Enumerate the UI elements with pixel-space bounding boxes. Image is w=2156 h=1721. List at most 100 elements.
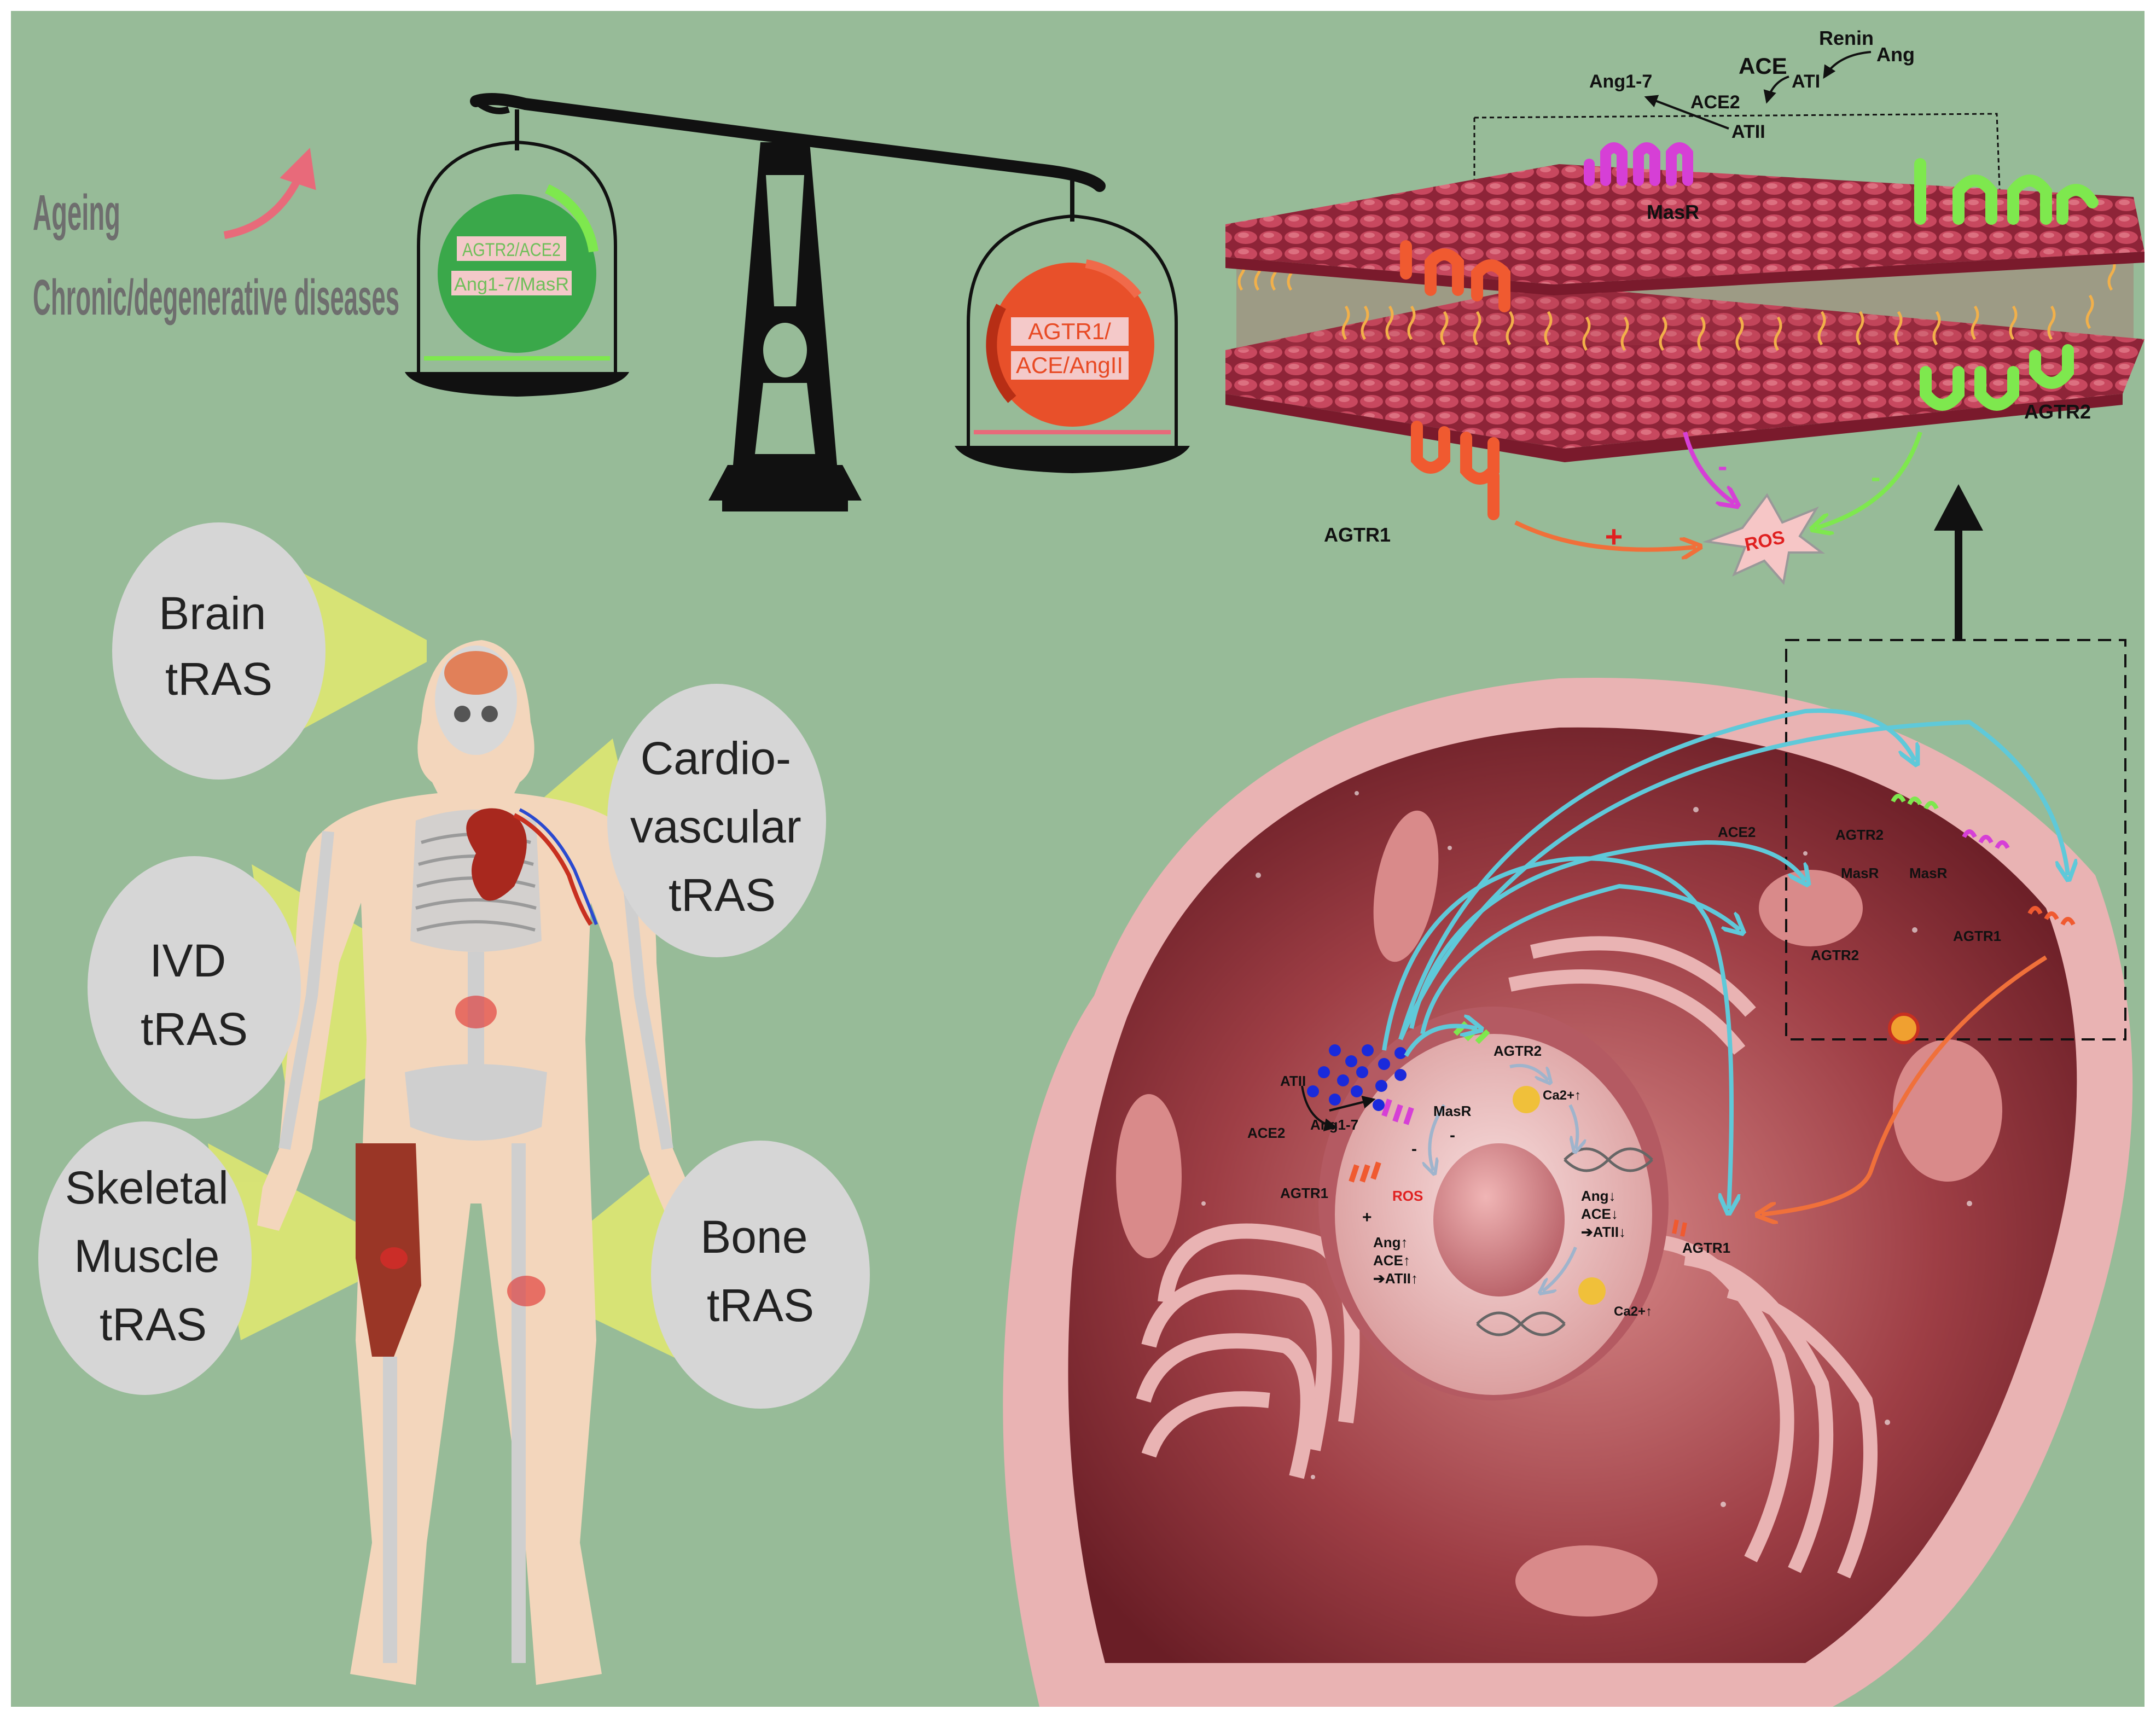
calcium-top-label: Ca2+↑ <box>1543 1088 1581 1103</box>
right-pan-text-2: ACE/AngII <box>1016 352 1123 378</box>
nucleus-agtr1-icon <box>1349 1161 1381 1183</box>
mitochondrion-left <box>1116 1094 1182 1258</box>
skeletal-muscle-tras-label: Skeletal Muscle tRAS <box>65 1162 241 1350</box>
calcium-top-icon <box>1513 1086 1540 1113</box>
endoplasmic-reticulum <box>1508 936 1878 1579</box>
cell-agtr1-right-icon <box>1672 1219 1687 1237</box>
risk-factors: Ageing Chronic/degenerative diseases <box>33 148 399 325</box>
bone-tras-label: Bone tRAS <box>700 1211 821 1331</box>
left-pan-cage <box>417 140 617 372</box>
nucleus-masr-label: MasR <box>1433 1103 1472 1119</box>
heart-icon <box>466 808 527 901</box>
right-pan-label-box-1 <box>1011 317 1129 346</box>
ace-label: ACE <box>1739 53 1787 79</box>
membrane-sheet-bottom <box>1225 284 2145 449</box>
mito-agtr1-icon <box>2027 906 2076 926</box>
atii-ligand-dots <box>1307 1044 1407 1111</box>
agtr1-receptor-top-icon <box>1400 240 1510 312</box>
scale-beam <box>470 93 1106 192</box>
cardiovascular-tras-bubble <box>607 684 826 957</box>
ivd-highlight <box>455 996 497 1028</box>
agtr1-receptor-bottom-icon <box>1411 421 1500 520</box>
zoom-up-arrow-icon <box>1934 484 1983 531</box>
chronic-diseases-label: Chronic/degenerative diseases <box>33 270 399 325</box>
signal-loop-arrows <box>1429 1063 1577 1291</box>
mito-ace2-label: ACE2 <box>1718 824 1756 840</box>
agtr2-receptor-top-icon <box>1914 158 2099 225</box>
ati-label: ATI <box>1792 71 1820 92</box>
brain-tras-bubble <box>112 522 326 780</box>
brain-highlight <box>444 651 508 695</box>
cell-ros-label: ROS <box>1392 1188 1423 1204</box>
increase-cascade-label: Ang↑ ACE↑ ➔ATII↑ <box>1373 1234 1418 1287</box>
membrane-zoom: MasR AGTR2 AGTR1 ROS + - - <box>1225 113 2145 640</box>
cell-plus-sign: + <box>1362 1208 1372 1226</box>
bone-highlight <box>507 1276 545 1306</box>
agtr2-label: AGTR2 <box>2024 400 2091 423</box>
zoom-region-box <box>1785 639 2126 1040</box>
right-pan-text-1: AGTR1/ <box>1028 318 1111 344</box>
body-silhouette <box>257 640 695 1685</box>
mitochondrion-bottom <box>1515 1545 1658 1617</box>
right-pan-label-box-2 <box>1011 351 1129 380</box>
skeletal-muscle-tras-bubble <box>38 1121 252 1395</box>
right-pan-dish <box>955 446 1190 473</box>
ros-star-icon <box>1702 493 1825 585</box>
agtr2-minus-sign: - <box>1871 462 1880 493</box>
calcium-bottom-label: Ca2+↑ <box>1614 1304 1652 1319</box>
golgi-apparatus <box>1136 1223 1360 1479</box>
right-pan-cage <box>967 214 1178 449</box>
agtr1-internalization-arrow <box>1762 955 2048 1214</box>
mito-agtr2-top-icon <box>1891 794 1939 810</box>
cell-minus-sign-1: - <box>1411 1140 1417 1158</box>
renin-label: Renin <box>1819 27 1874 49</box>
increase-arrow-icon <box>223 148 316 239</box>
masr-minus-sign: - <box>1718 451 1727 482</box>
balance-scale: AGTR2/ACE2 Ang1-7/MasR AGTR1/ ACE/AngII <box>405 93 1190 511</box>
mito-agtr2-bottom-label: AGTR2 <box>1811 947 1859 963</box>
ros-plus-sign: + <box>1605 519 1623 554</box>
ivd-tras-label: IVD tRAS <box>141 935 248 1055</box>
masr-label: MasR <box>1647 201 1699 223</box>
mito-masr-b-label: MasR <box>1909 865 1948 881</box>
bone-tras-bubble <box>651 1141 870 1409</box>
receptor-trafficking-arrows <box>1382 708 2068 1209</box>
mitochondrion-top <box>1373 810 1439 962</box>
cell-ace2-label: ACE2 <box>1247 1125 1285 1141</box>
left-pan-text-1: AGTR2/ACE2 <box>462 240 561 260</box>
masr-receptor-icon <box>1584 142 1693 186</box>
cell-agtr1-right-label: AGTR1 <box>1682 1240 1730 1256</box>
mito-agtr2-top-label: AGTR2 <box>1835 827 1884 843</box>
cell-minus-sign-2: - <box>1450 1126 1455 1144</box>
left-pan-label-box-1 <box>457 236 566 261</box>
pelvis <box>405 1064 547 1141</box>
nucleolus <box>1433 1143 1565 1296</box>
decrease-cascade-label: Ang↓ ACE↓ ➔ATII↓ <box>1581 1188 1626 1240</box>
nucleus-agtr2-label: AGTR2 <box>1493 1043 1542 1059</box>
mito-masr-icon <box>1962 829 2010 849</box>
mito-masr-a-label: MasR <box>1841 865 1879 881</box>
left-pan-text-2: Ang1-7/MasR <box>454 274 569 295</box>
brain-tras-label: Brain tRAS <box>159 588 278 705</box>
agtr2-receptor-bottom-icon <box>1920 344 2074 411</box>
ivd-tras-bubble <box>88 856 301 1119</box>
mito-agtr1-label: AGTR1 <box>1953 928 2001 944</box>
cardiovascular-tras-label: Cardio- vascular tRAS <box>630 732 814 921</box>
ageing-label: Ageing <box>33 185 120 241</box>
mitochondrion-receptor <box>1759 870 1863 946</box>
cell-atii-label: ATII <box>1280 1073 1306 1089</box>
cell-ang17-label: Ang1-7 <box>1310 1117 1358 1133</box>
ace2-label: ACE2 <box>1690 92 1740 113</box>
ang17-label: Ang1-7 <box>1589 71 1652 92</box>
tissue-bubbles: Brain tRAS Cardio- vascular tRAS IVD tRA… <box>38 522 870 1409</box>
cell-illustration: ATII Ang1-7 ACE2 MasR AGTR2 AGTR1 ROS + … <box>1003 639 2133 1707</box>
human-body-figure <box>208 569 695 1685</box>
mitochondrion-right <box>1893 1039 2002 1182</box>
nucleus-agtr1-label: AGTR1 <box>1280 1185 1328 1201</box>
agtr1-label: AGTR1 <box>1324 524 1391 546</box>
nucleus-masr-icon <box>1381 1098 1414 1125</box>
ang-label: Ang <box>1876 43 1915 66</box>
left-pan-dish <box>405 372 629 397</box>
atii-label: ATII <box>1731 121 1765 142</box>
